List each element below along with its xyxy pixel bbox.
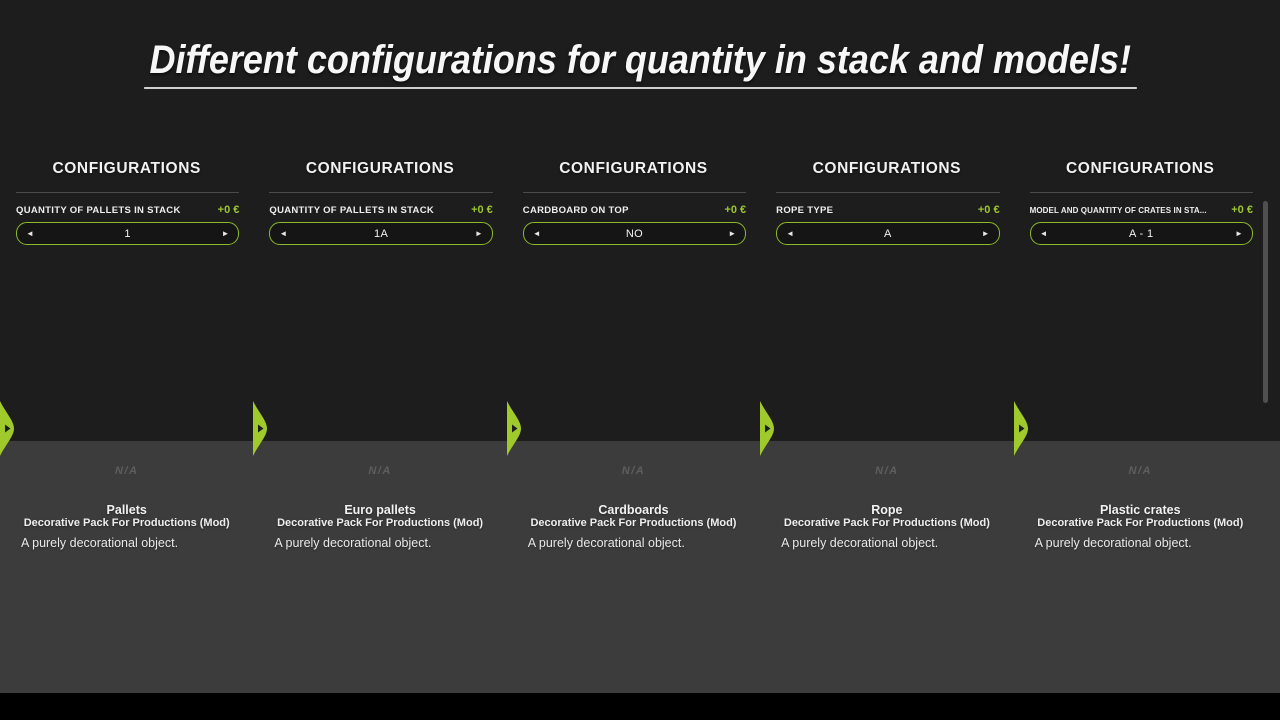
option-row: QUANTITY OF PALLETS IN STACK +0 €: [269, 202, 492, 218]
option-label: QUANTITY OF PALLETS IN STACK: [269, 204, 435, 216]
option-value-spinner[interactable]: ◄ 1 ►: [16, 222, 240, 245]
option-row: MODEL AND QUANTITY OF CRATES IN STA... +…: [1030, 202, 1253, 218]
config-panel: CONFIGURATIONS CARDBOARD ON TOP +0 € ◄ N…: [506, 140, 760, 693]
right-arrow-icon[interactable]: ►: [1235, 228, 1243, 238]
option-value-spinner[interactable]: ◄ A ►: [776, 222, 1000, 245]
option-value-spinner[interactable]: ◄ 1A ►: [269, 222, 493, 245]
item-description: A purely decorational object.: [781, 536, 939, 550]
option-label: ROPE TYPE: [776, 204, 834, 216]
option-row: QUANTITY OF PALLETS IN STACK +0 €: [16, 202, 239, 218]
left-arrow-icon[interactable]: ◄: [279, 228, 288, 238]
option-value: A - 1: [1128, 227, 1154, 240]
preview-placeholder: N/A: [621, 465, 646, 477]
pack-name: Decorative Pack For Productions (Mod): [783, 517, 990, 529]
left-arrow-icon[interactable]: ◄: [1039, 228, 1048, 238]
option-value: 1: [124, 227, 131, 240]
option-value: 1A: [373, 227, 389, 240]
item-name: Cardboards: [598, 503, 669, 517]
pack-name: Decorative Pack For Productions (Mod): [530, 517, 737, 529]
pack-name: Decorative Pack For Productions (Mod): [1037, 517, 1244, 529]
config-panel: CONFIGURATIONS QUANTITY OF PALLETS IN ST…: [0, 140, 253, 693]
left-arrow-icon[interactable]: ◄: [786, 228, 795, 238]
configurations-header: CONFIGURATIONS: [559, 160, 708, 177]
page-turn-leaf-icon[interactable]: [760, 401, 775, 456]
option-label: QUANTITY OF PALLETS IN STACK: [16, 204, 181, 216]
option-price: +0 €: [1231, 204, 1253, 216]
pack-name: Decorative Pack For Productions (Mod): [277, 517, 484, 529]
item-description: A purely decorational object.: [527, 536, 685, 550]
item-description: A purely decorational object.: [274, 536, 432, 550]
config-panel: CONFIGURATIONS ROPE TYPE +0 € ◄ A ►: [760, 140, 1013, 693]
items-band: [0, 441, 1280, 693]
preview-placeholder: N/A: [114, 465, 139, 477]
title-wrap: Different configurations for quantity in…: [0, 38, 1280, 89]
option-row: ROPE TYPE +0 €: [776, 202, 999, 218]
preview-placeholder: N/A: [1128, 465, 1152, 477]
scrollbar[interactable]: [1263, 201, 1268, 403]
item-description: A purely decorational object.: [1034, 536, 1192, 550]
configurations-header: CONFIGURATIONS: [812, 160, 962, 177]
preview-placeholder: N/A: [368, 465, 392, 477]
item-name: Rope: [871, 503, 903, 517]
configurations-header: CONFIGURATIONS: [52, 160, 201, 177]
option-value-spinner[interactable]: ◄ NO ►: [522, 222, 747, 245]
item-name: Pallets: [106, 503, 147, 517]
option-price: +0 €: [724, 204, 747, 216]
page-turn-leaf-icon[interactable]: [1013, 401, 1028, 456]
header-divider: [269, 192, 493, 193]
option-value-spinner[interactable]: ◄ A - 1 ►: [1029, 222, 1253, 245]
header-divider: [776, 192, 1000, 193]
configurations-header: CONFIGURATIONS: [305, 160, 455, 177]
pack-name: Decorative Pack For Productions (Mod): [23, 517, 230, 529]
page-turn-leaf-icon[interactable]: [253, 401, 268, 456]
preview-placeholder: N/A: [875, 465, 899, 477]
item-name: Euro pallets: [344, 503, 416, 517]
left-arrow-icon[interactable]: ◄: [532, 228, 541, 238]
right-arrow-icon[interactable]: ►: [474, 228, 483, 238]
header-divider: [522, 192, 747, 193]
header-divider: [1029, 192, 1253, 193]
option-value: NO: [625, 227, 644, 240]
option-price: +0 €: [977, 204, 1000, 216]
right-arrow-icon[interactable]: ►: [221, 228, 230, 238]
item-name: Plastic crates: [1099, 503, 1181, 517]
configurations-header: CONFIGURATIONS: [1066, 160, 1215, 177]
left-arrow-icon[interactable]: ◄: [26, 228, 34, 238]
bottom-letterbox-bar: [0, 693, 1280, 720]
option-label: CARDBOARD ON TOP: [522, 204, 629, 216]
page-turn-leaf-icon[interactable]: [506, 401, 521, 456]
item-description: A purely decorational object.: [21, 536, 179, 550]
option-row: CARDBOARD ON TOP +0 €: [523, 202, 746, 218]
config-panel: CONFIGURATIONS QUANTITY OF PALLETS IN ST…: [253, 140, 506, 693]
page-turn-leaf-icon[interactable]: [0, 401, 14, 456]
option-price: +0 €: [217, 204, 240, 216]
right-arrow-icon[interactable]: ►: [728, 228, 737, 238]
right-arrow-icon[interactable]: ►: [981, 228, 990, 238]
option-label: MODEL AND QUANTITY OF CRATES IN STA...: [1029, 205, 1207, 215]
option-price: +0 €: [471, 204, 493, 216]
config-panel: CONFIGURATIONS MODEL AND QUANTITY OF CRA…: [1013, 140, 1267, 693]
option-value: A: [883, 227, 892, 240]
config-columns: CONFIGURATIONS QUANTITY OF PALLETS IN ST…: [0, 140, 1267, 693]
header-divider: [16, 192, 240, 193]
page-title: Different configurations for quantity in…: [143, 38, 1137, 89]
